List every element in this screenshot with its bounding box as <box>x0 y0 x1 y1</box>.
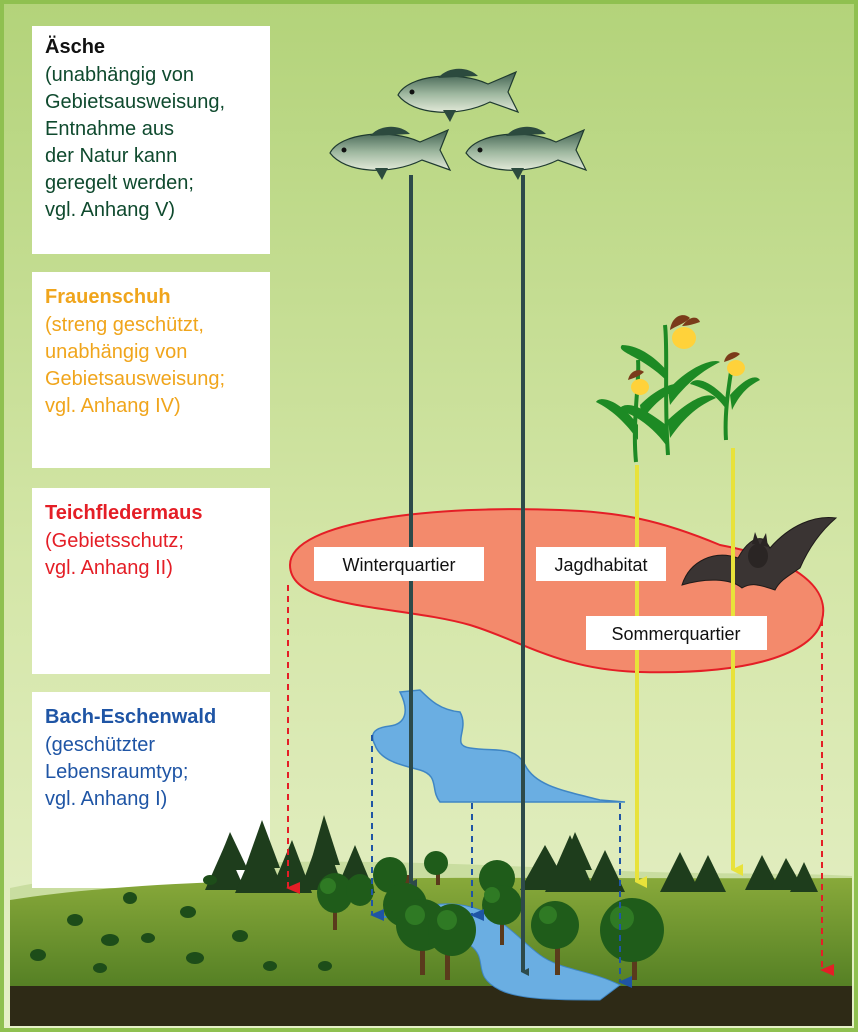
legend-line: Gebietsausweisung, <box>45 91 225 113</box>
legend-line: unabhängig von <box>45 341 187 363</box>
label-winterquartier: Winterquartier <box>342 555 455 575</box>
fish-icon <box>329 126 452 180</box>
legend-line: vgl. Anhang I) <box>45 788 167 810</box>
deciduous-trees <box>317 851 664 980</box>
label-box-jagdhabitat <box>536 547 666 581</box>
legend-box-asche <box>32 26 270 254</box>
bat-icon <box>681 516 838 591</box>
legend-line: vgl. Anhang II) <box>45 557 173 579</box>
label-sommerquartier: Sommerquartier <box>611 624 740 644</box>
legend-line: der Natur kann <box>45 145 177 167</box>
legend-title-asche: Äsche <box>45 35 105 58</box>
asche-arrows <box>409 175 529 976</box>
legend-line: vgl. Anhang IV) <box>45 395 181 417</box>
legend-title-bach-eschenwald: Bach-Eschenwald <box>45 706 216 728</box>
legend-title-teichfledermaus: Teichfledermaus <box>45 502 202 524</box>
legend-box-teichfledermaus <box>32 488 270 674</box>
legend-line: geregelt werden; <box>45 172 194 194</box>
label-box-winterquartier <box>314 547 484 581</box>
legend-line: (Gebietsschutz; <box>45 530 184 552</box>
legend-line: Lebensraumtyp; <box>45 761 188 783</box>
legend-line: Gebietsausweisung; <box>45 368 225 390</box>
legend-line: vgl. Anhang V) <box>45 199 175 221</box>
label-jagdhabitat: Jagdhabitat <box>554 555 647 575</box>
lady-slipper-orchid-icon <box>596 315 760 463</box>
legend-box-frauenschuh <box>32 272 270 468</box>
legend-line: (streng geschützt, <box>45 314 204 336</box>
fish-icon <box>465 126 588 180</box>
grayling-fish-group <box>329 68 588 180</box>
soil <box>10 986 852 1026</box>
frauenschuh-arrows <box>635 448 743 888</box>
legend-line: Entnahme aus <box>45 118 174 140</box>
legend-line: (geschützter <box>45 734 155 756</box>
meadow-shrubs <box>30 875 332 973</box>
fish-icon <box>397 68 520 122</box>
legend-line: (unabhängig von <box>45 64 194 86</box>
teichfledermaus-arrows <box>286 585 834 976</box>
label-box-sommerquartier <box>586 616 767 650</box>
bach-eschenwald-arrows <box>370 735 632 988</box>
legend-title-frauenschuh: Frauenschuh <box>45 286 171 308</box>
stream <box>371 689 626 803</box>
